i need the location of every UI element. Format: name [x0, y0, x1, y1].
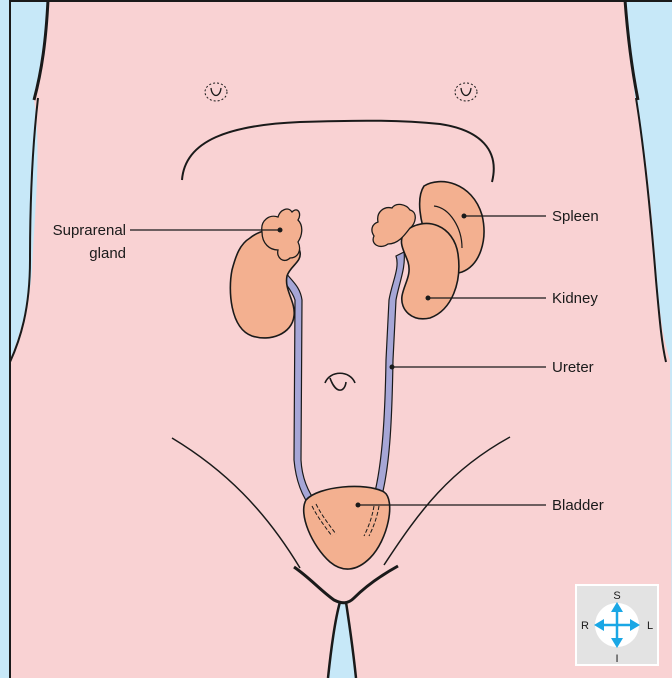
compass-inferior: I — [615, 653, 618, 665]
leader-suprarenal-dot — [278, 228, 283, 233]
leader-ureter-dot — [390, 365, 395, 370]
torso — [10, 0, 672, 678]
label-spleen: Spleen — [552, 208, 599, 225]
label-ureter: Ureter — [552, 359, 594, 376]
leader-spleen-dot — [462, 214, 467, 219]
label-suprarenal-line2: gland — [89, 245, 126, 262]
label-suprarenal-line1: Suprarenal — [53, 222, 126, 239]
orientation-compass: S I R L — [576, 585, 658, 665]
label-kidney: Kidney — [552, 290, 598, 307]
leader-kidney-dot — [426, 296, 431, 301]
leader-bladder-dot — [356, 503, 361, 508]
label-bladder: Bladder — [552, 497, 604, 514]
compass-left: L — [647, 620, 653, 632]
compass-superior: S — [613, 590, 620, 602]
compass-right: R — [581, 620, 589, 632]
